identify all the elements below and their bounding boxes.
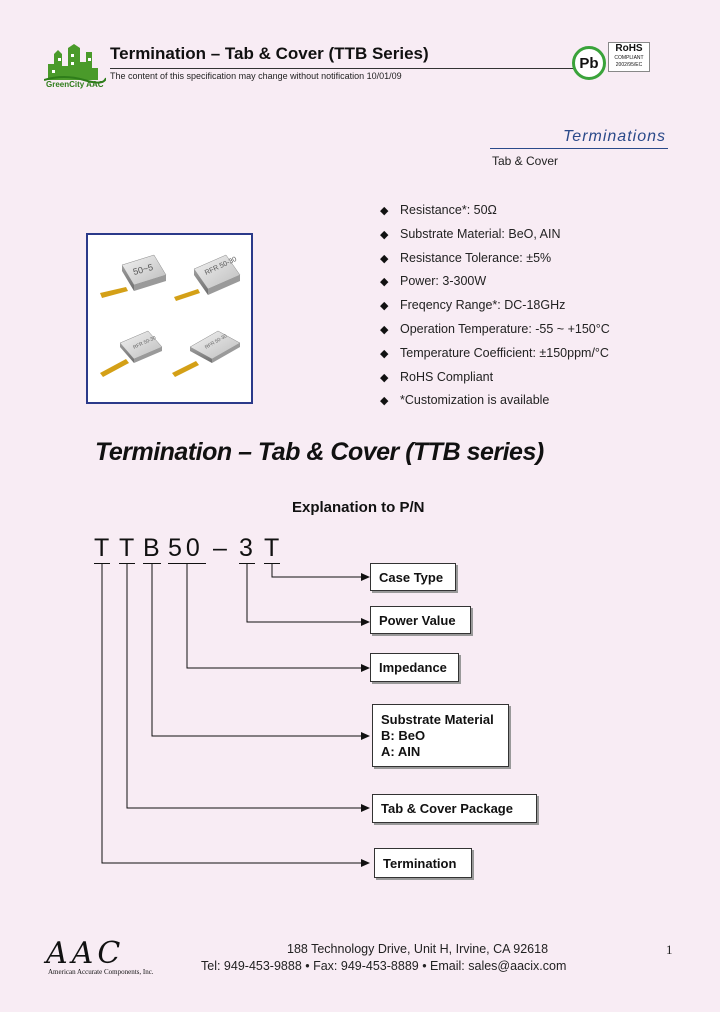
footer-address: 188 Technology Drive, Unit H, Irvine, CA…: [287, 942, 549, 956]
termination-label: Termination: [383, 855, 457, 871]
pn-underline: [239, 563, 255, 564]
substrate-option-b: B: BeO: [381, 727, 426, 743]
page-number: 1: [666, 942, 673, 957]
arrow-icon: [361, 618, 370, 626]
arrow-icon: [361, 573, 370, 581]
pn-char-t1: T: [94, 534, 110, 562]
arrow-icon: [361, 664, 370, 672]
feature-text: Temperature Coefficient: ±150ppm/°C: [400, 345, 609, 360]
package-box: Tab & Cover Package: [372, 794, 537, 823]
feature-item: ◆ Temperature Coefficient: ±150ppm/°C: [380, 342, 610, 366]
feature-item: ◆ Resistance*: 50Ω: [380, 199, 610, 223]
package-label: Tab & Cover Package: [381, 801, 513, 816]
case-type-box: Case Type: [370, 563, 456, 591]
feature-list: ◆ Resistance*: 50Ω ◆ Substrate Material: B…: [380, 199, 610, 413]
feature-text: Operation Temperature: -55 ~ +150°C: [400, 321, 610, 336]
bullet-icon: ◆: [380, 395, 389, 408]
bullet-icon: ◆: [380, 323, 389, 336]
rohs-directive: 2002/95/EC: [615, 62, 643, 68]
chip-1: 50~5: [100, 254, 167, 298]
aac-logo-subtitle: American Accurate Components, Inc.: [48, 968, 154, 976]
rohs-label: RoHS: [615, 43, 643, 54]
arrow-icon: [361, 732, 370, 740]
category-label: Terminations: [562, 128, 666, 145]
pn-char-b: B: [143, 534, 160, 562]
header-divider: [110, 68, 580, 69]
bullet-icon: ◆: [380, 252, 389, 265]
main-title: Termination – Tab & Cover (TTB series): [95, 438, 544, 466]
connector-case-type: [271, 564, 362, 578]
power-value-box: Power Value: [370, 606, 471, 634]
product-illustration: 50~5 RFR 50-30 RFR 50-30 RFR 50-30: [100, 254, 241, 377]
termination-box: Termination: [374, 848, 472, 878]
feature-item: ◆ Substrate Material: BeO, AIN: [380, 223, 610, 247]
chip-2: RFR 50-30: [174, 254, 241, 301]
greencity-logo: [44, 40, 106, 92]
feature-text: RoHS Compliant: [400, 369, 494, 384]
product-photo: 50~5 RFR 50-30 RFR 50-30 RFR 50-30: [86, 233, 253, 404]
pn-underline: [143, 563, 161, 564]
bullet-icon: ◆: [380, 228, 389, 241]
feature-text: Power: 3-300W: [400, 274, 487, 289]
feature-item: ◆ RoHS Compliant: [380, 366, 610, 390]
arrow-icon: [361, 804, 370, 812]
feature-text: Freqency Range*: DC-18GHz: [400, 298, 566, 313]
connector-substrate: [151, 564, 362, 737]
pn-char-dash: –: [213, 534, 227, 562]
feature-item: ◆ Operation Temperature: -55 ~ +150°C: [380, 318, 610, 342]
feature-item: ◆ Power: 3-300W: [380, 270, 610, 294]
substrate-option-a: A: AIN: [381, 743, 421, 759]
feature-text: Substrate Material: BeO, AIN: [400, 226, 561, 241]
case-type-label: Case Type: [379, 569, 444, 585]
subcategory-label: Tab & Cover: [492, 154, 559, 168]
header-title: Termination – Tab & Cover (TTB Series): [110, 44, 429, 63]
feature-item: ◆ Resistance Tolerance: ±5%: [380, 247, 610, 271]
pn-underline: [119, 563, 135, 564]
footer-contact: Tel: 949-453-9888 • Fax: 949-453-8889 • …: [201, 959, 567, 973]
impedance-box: Impedance: [370, 653, 459, 682]
pn-underline: [264, 563, 280, 564]
pb-free-icon: Pb: [572, 46, 606, 80]
feature-text: Resistance Tolerance: ±5%: [400, 250, 552, 265]
bullet-icon: ◆: [380, 205, 389, 217]
arrow-icon: [361, 859, 370, 867]
feature-text: *Customization is available: [400, 393, 550, 408]
pn-char-t3: T: [264, 534, 280, 562]
chip-4: RFR 50-30: [172, 330, 241, 377]
connector-impedance: [186, 564, 362, 669]
header-note: The content of this specification may ch…: [110, 71, 402, 81]
chip-3: RFR 50-30: [100, 330, 163, 377]
bullet-icon: ◆: [380, 371, 389, 384]
pn-char-3: 3: [239, 534, 253, 562]
pn-char-t2: T: [119, 534, 135, 562]
connector-package: [126, 564, 362, 809]
pb-label: Pb: [579, 54, 599, 72]
feature-item: ◆ *Customization is available: [380, 389, 610, 413]
aac-logo: AAC: [46, 936, 125, 971]
pn-underline: [94, 563, 110, 564]
rohs-badge: RoHS COMPLIANT 2002/95/EC: [608, 42, 650, 72]
impedance-label: Impedance: [379, 660, 447, 675]
power-value-label: Power Value: [379, 612, 456, 628]
bullet-icon: ◆: [380, 347, 389, 360]
substrate-material-box: Substrate Material B: BeO A: AIN: [372, 704, 509, 767]
pn-underline: [168, 563, 206, 564]
rohs-compliant: COMPLIANT: [614, 55, 644, 61]
pn-char-50: 50: [168, 534, 204, 562]
logo-text: GreenCity AAC: [46, 80, 104, 89]
connector-power-value: [246, 564, 362, 623]
bullet-icon: ◆: [380, 300, 389, 313]
pn-heading: Explanation to P/N: [292, 499, 425, 516]
category-divider: [490, 148, 668, 149]
connector-termination: [101, 564, 362, 864]
feature-text: Resistance*: 50Ω: [400, 203, 497, 217]
bullet-icon: ◆: [380, 276, 389, 289]
feature-item: ◆ Freqency Range*: DC-18GHz: [380, 294, 610, 318]
substrate-title: Substrate Material: [381, 711, 494, 727]
